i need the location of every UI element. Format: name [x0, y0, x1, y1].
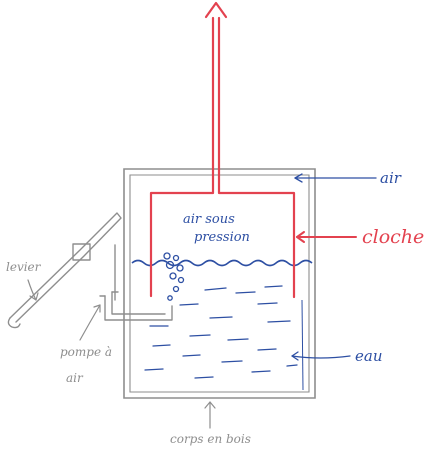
label-eau: eau [355, 347, 382, 365]
pointer-arrow-icon [27, 173, 377, 429]
label-pompe-line1: pompe à [60, 345, 112, 359]
water-dashes [144, 285, 298, 379]
label-corps-en-bois: corps en bois [170, 432, 251, 446]
wooden-body [123, 168, 316, 399]
air-bubble-icon [163, 252, 185, 301]
water-surface [131, 259, 313, 267]
label-air: air [380, 169, 402, 187]
label-pompe-line2: air [66, 371, 84, 385]
bell-cloche [149, 16, 296, 299]
label-cloche: cloche [362, 226, 424, 248]
water-edge-hatch [301, 299, 304, 391]
up-arrow-icon [204, 1, 228, 19]
label-air-sous-pression-line2: pression [194, 230, 250, 245]
label-air-sous-pression-line1: air sous [183, 212, 235, 227]
air-pump [7, 212, 173, 329]
label-levier: levier [6, 260, 42, 274]
